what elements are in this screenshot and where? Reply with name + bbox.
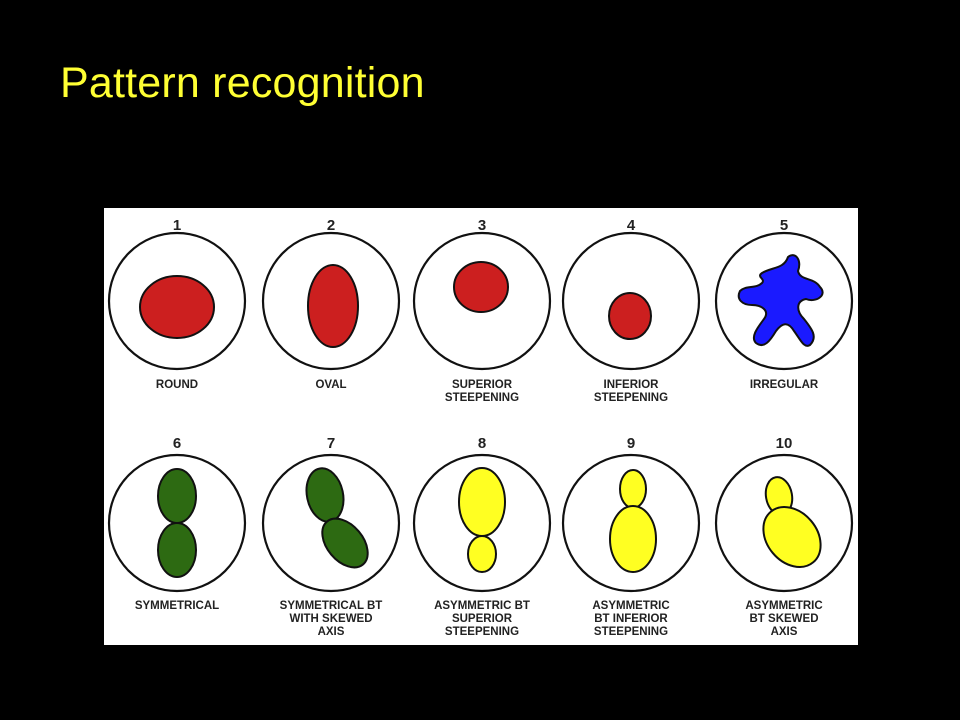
pattern-number: 4	[627, 217, 636, 234]
round-pattern-shape	[139, 275, 215, 339]
pattern-caption-line: INFERIOR	[604, 379, 660, 391]
pattern-caption-line: SUPERIOR	[452, 613, 513, 625]
pattern-caption-line: STEEPENING	[445, 626, 519, 638]
pattern-number: 3	[478, 217, 486, 234]
bowtie-lower-lobe	[762, 506, 822, 568]
pattern-caption-line: ASYMMETRIC	[592, 600, 669, 612]
pattern-caption-line: SYMMETRICAL BT	[280, 600, 383, 612]
slide-title: Pattern recognition	[60, 59, 425, 107]
pattern-caption-line: ASYMMETRIC BT	[434, 600, 530, 612]
pattern-figure: 1ROUND2OVAL3SUPERIORSTEEPENING4INFERIORS…	[107, 217, 854, 638]
pattern-caption-line: IRREGULAR	[750, 379, 819, 391]
inferior-steepening-shape	[608, 292, 652, 340]
pattern-caption-line: BT SKEWED	[750, 613, 819, 625]
pattern-number: 5	[780, 217, 788, 234]
pattern-caption-line: STEEPENING	[445, 392, 519, 404]
bowtie-upper-lobe	[458, 467, 506, 537]
pattern-caption-line: AXIS	[771, 626, 798, 638]
oval-pattern-shape	[307, 264, 359, 348]
pattern-caption-line: ASYMMETRIC	[745, 600, 822, 612]
pattern-caption-line: ROUND	[156, 379, 198, 391]
pattern-number: 10	[776, 435, 793, 452]
bowtie-upper-lobe	[157, 468, 197, 524]
bowtie-lower-lobe	[321, 517, 369, 569]
irregular-pattern-shape	[737, 254, 824, 347]
pattern-number: 1	[173, 217, 181, 234]
pattern-caption-line: SYMMETRICAL	[135, 600, 219, 612]
pattern-number: 9	[627, 435, 635, 452]
bowtie-lower-lobe	[467, 535, 497, 573]
pattern-caption-line: AXIS	[318, 626, 345, 638]
pattern-caption-line: BT INFERIOR	[594, 613, 668, 625]
pattern-number: 8	[478, 435, 486, 452]
pattern-number: 6	[173, 435, 181, 452]
bowtie-lower-lobe	[609, 505, 657, 573]
pattern-number: 2	[327, 217, 335, 234]
bowtie-lower-lobe	[157, 522, 197, 578]
superior-steepening-shape	[453, 261, 509, 313]
pattern-caption-line: SUPERIOR	[452, 379, 513, 391]
pattern-caption-line: STEEPENING	[594, 392, 668, 404]
bowtie-upper-lobe	[619, 469, 647, 509]
pattern-number: 7	[327, 435, 335, 452]
pattern-caption-line: OVAL	[315, 379, 346, 391]
pattern-caption-line: STEEPENING	[594, 626, 668, 638]
pattern-caption-line: WITH SKEWED	[289, 613, 372, 625]
